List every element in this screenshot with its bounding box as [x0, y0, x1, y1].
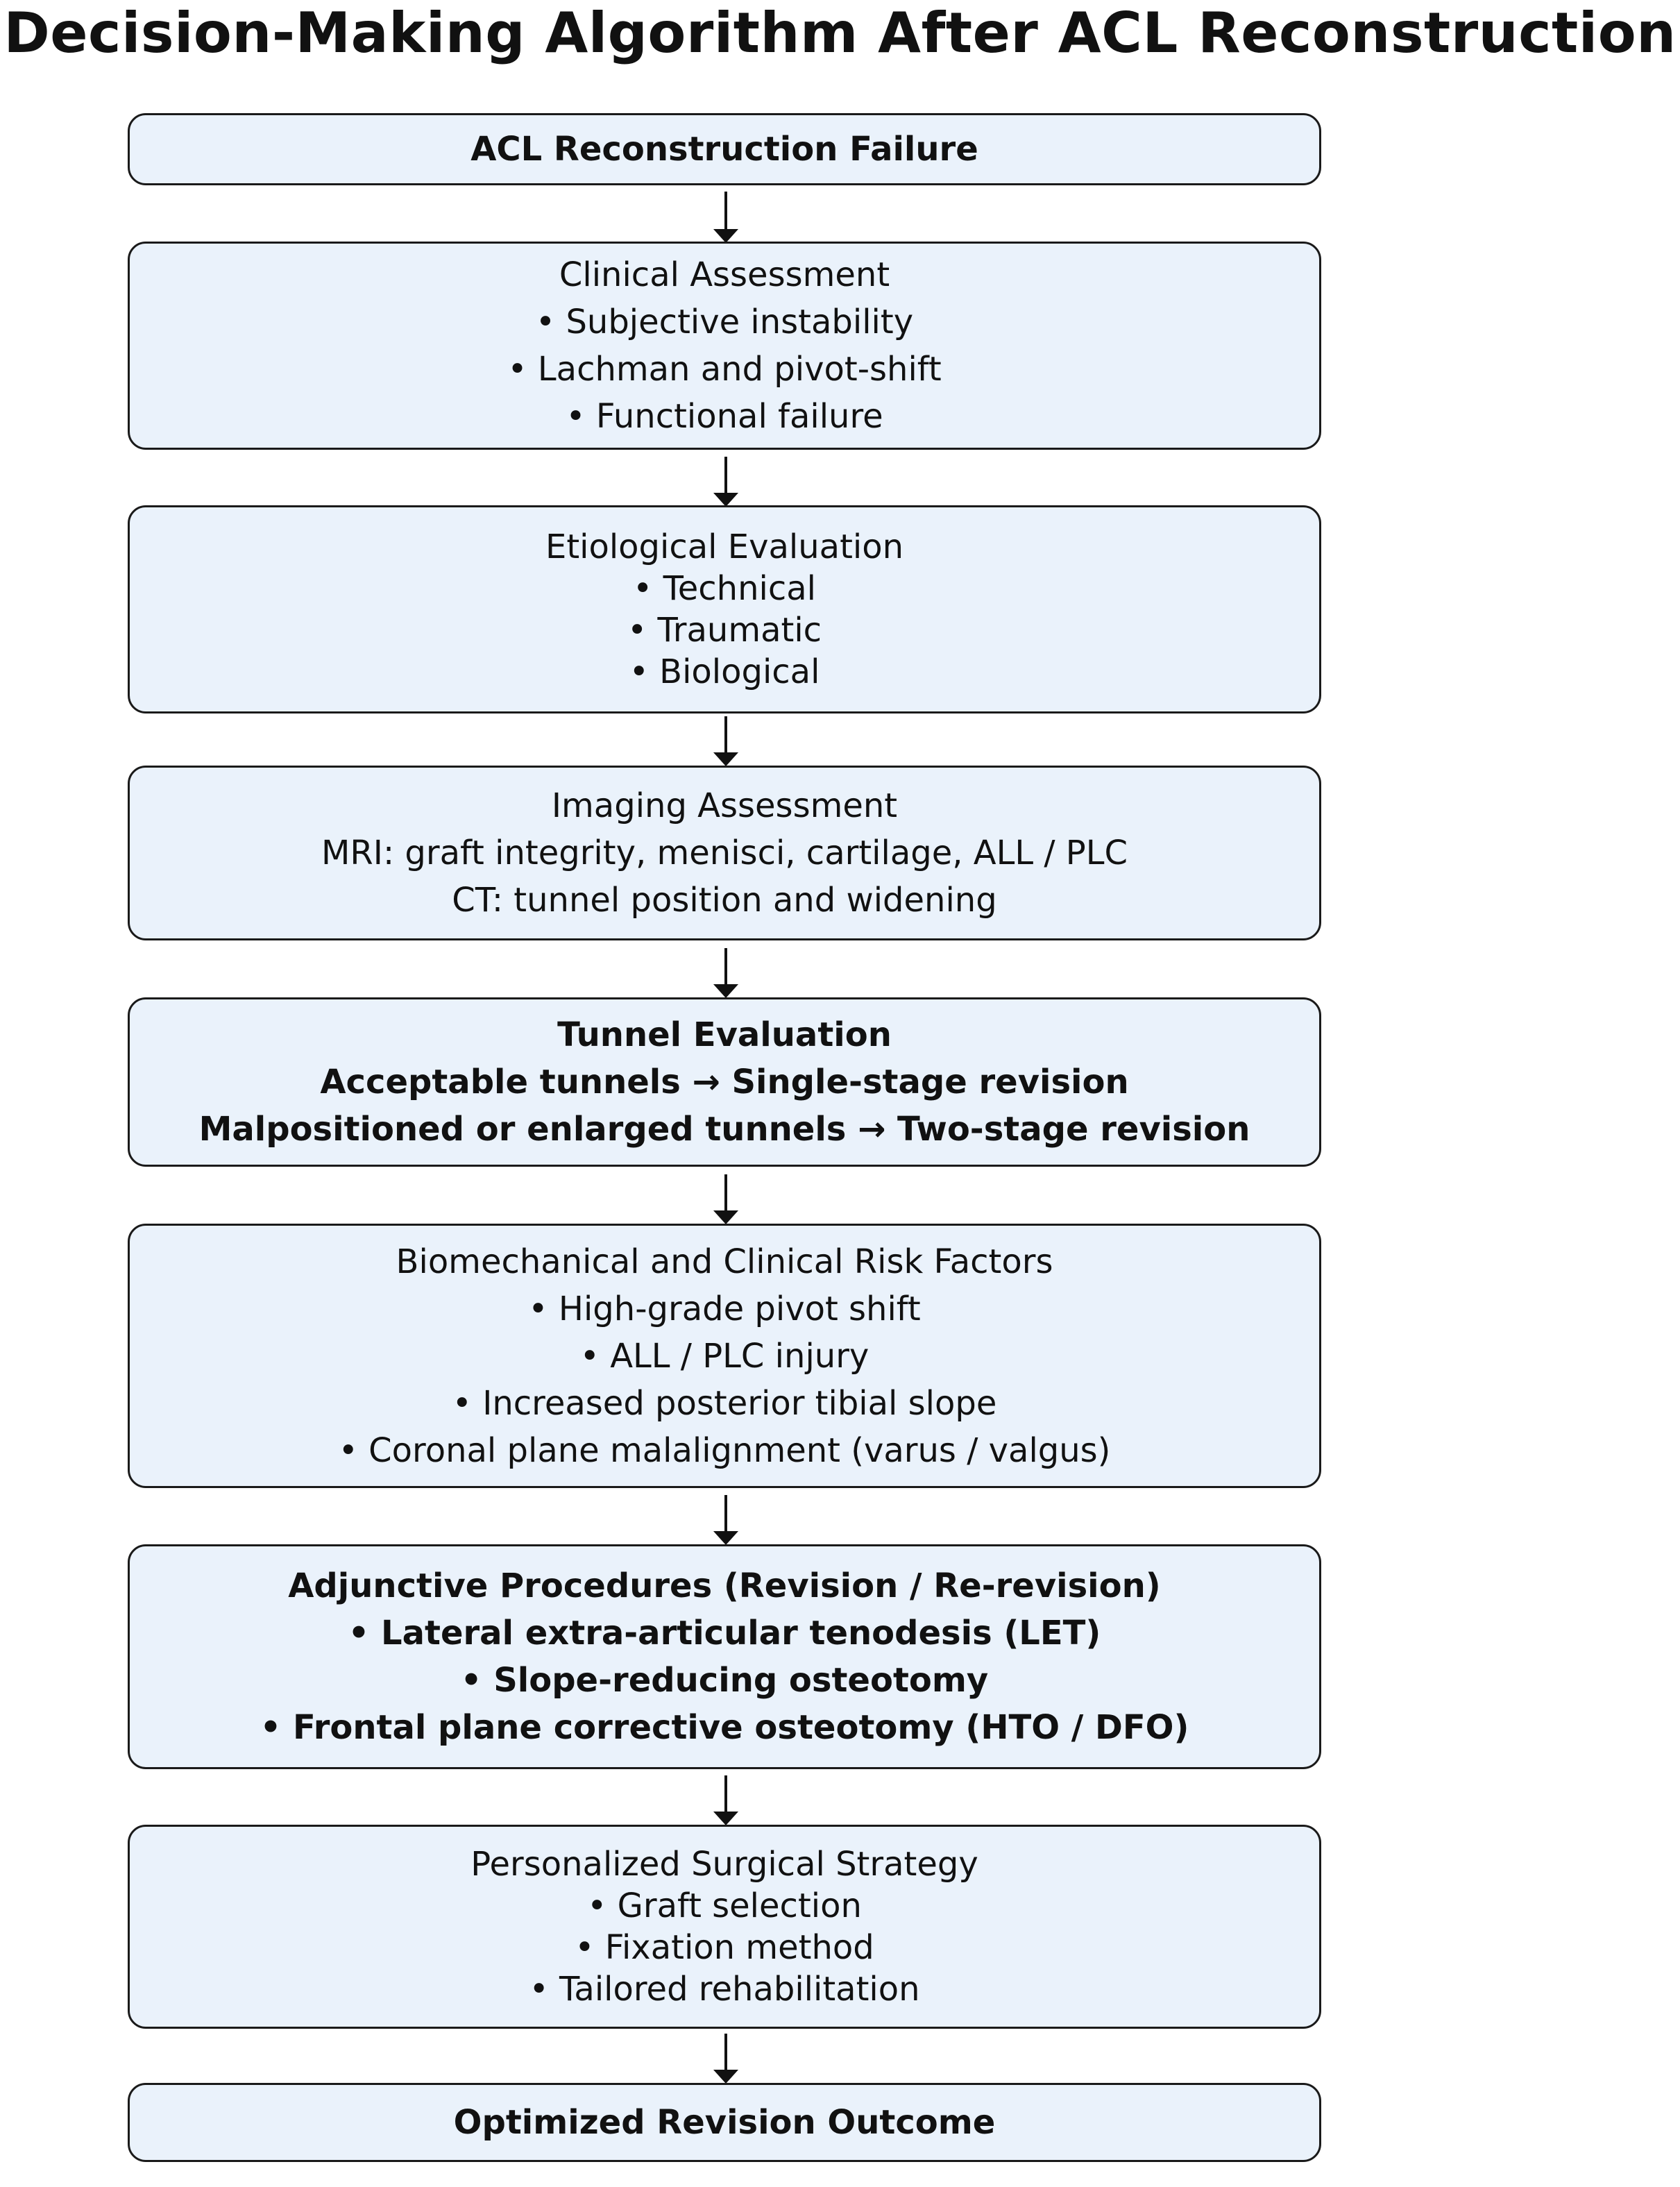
node-bullet: • ALL / PLC injury: [579, 1336, 869, 1376]
node-bullet: • Increased posterior tibial slope: [452, 1383, 997, 1423]
flow-arrow: [713, 1775, 738, 1825]
node-bullet: • Slope-reducing osteotomy: [460, 1661, 989, 1700]
node-bullet: • Tailored rehabilitation: [529, 1970, 920, 2009]
node-bullet: • High-grade pivot shift: [528, 1289, 921, 1328]
node-bullet: • Graft selection: [587, 1886, 862, 1925]
node-line: MRI: graft integrity, menisci, cartilage…: [321, 834, 1128, 872]
node-line: Malpositioned or enlarged tunnels → Two-…: [198, 1110, 1250, 1149]
node-risk-factors: Biomechanical and Clinical Risk Factors …: [128, 1224, 1321, 1488]
node-heading: Biomechanical and Clinical Risk Factors: [396, 1242, 1053, 1281]
node-bullet: • Functional failure: [566, 397, 883, 436]
node-imaging-assessment: Imaging Assessment MRI: graft integrity,…: [128, 766, 1321, 940]
flow-arrow: [713, 1495, 738, 1545]
node-bullet: • Biological: [629, 652, 820, 691]
node-tunnel-evaluation: Tunnel Evaluation Acceptable tunnels → S…: [128, 997, 1321, 1167]
node-line: CT: tunnel position and widening: [452, 881, 997, 920]
node-bullet: • Frontal plane corrective osteotomy (HT…: [260, 1708, 1189, 1747]
node-acl-failure: ACL Reconstruction Failure: [128, 113, 1321, 185]
flow-arrow: [713, 2034, 738, 2084]
node-heading: Adjunctive Procedures (Revision / Re-rev…: [288, 1567, 1161, 1605]
node-text: Optimized Revision Outcome: [453, 2103, 996, 2142]
node-adjunctive-procedures: Adjunctive Procedures (Revision / Re-rev…: [128, 1544, 1321, 1769]
node-bullet: • Lachman and pivot-shift: [507, 350, 942, 389]
node-bullet: • Fixation method: [575, 1928, 874, 1967]
node-heading: Clinical Assessment: [559, 255, 890, 294]
node-optimized-outcome: Optimized Revision Outcome: [128, 2083, 1321, 2162]
flow-arrow: [713, 1174, 738, 1224]
node-etiological-evaluation: Etiological Evaluation • Technical • Tra…: [128, 505, 1321, 713]
flow-arrow: [713, 457, 738, 507]
node-heading: Etiological Evaluation: [545, 527, 904, 566]
node-heading: Tunnel Evaluation: [557, 1015, 892, 1054]
node-bullet: • Technical: [633, 569, 816, 608]
flow-arrow: [713, 192, 738, 243]
flow-arrow: [713, 716, 738, 766]
node-bullet: • Lateral extra-articular tenodesis (LET…: [348, 1614, 1101, 1653]
node-clinical-assessment: Clinical Assessment • Subjective instabi…: [128, 242, 1321, 450]
node-bullet: • Subjective instability: [535, 303, 914, 341]
node-bullet: • Traumatic: [627, 611, 822, 650]
node-text: ACL Reconstruction Failure: [470, 130, 978, 169]
node-bullet: • Coronal plane malalignment (varus / va…: [338, 1430, 1111, 1470]
node-heading: Imaging Assessment: [551, 786, 898, 825]
node-heading: Personalized Surgical Strategy: [470, 1845, 978, 1884]
flow-arrow: [713, 948, 738, 998]
node-line: Acceptable tunnels → Single-stage revisi…: [320, 1063, 1129, 1101]
diagram-title: Decision-Making Algorithm After ACL Reco…: [3, 1, 1677, 65]
node-surgical-strategy: Personalized Surgical Strategy • Graft s…: [128, 1825, 1321, 2029]
